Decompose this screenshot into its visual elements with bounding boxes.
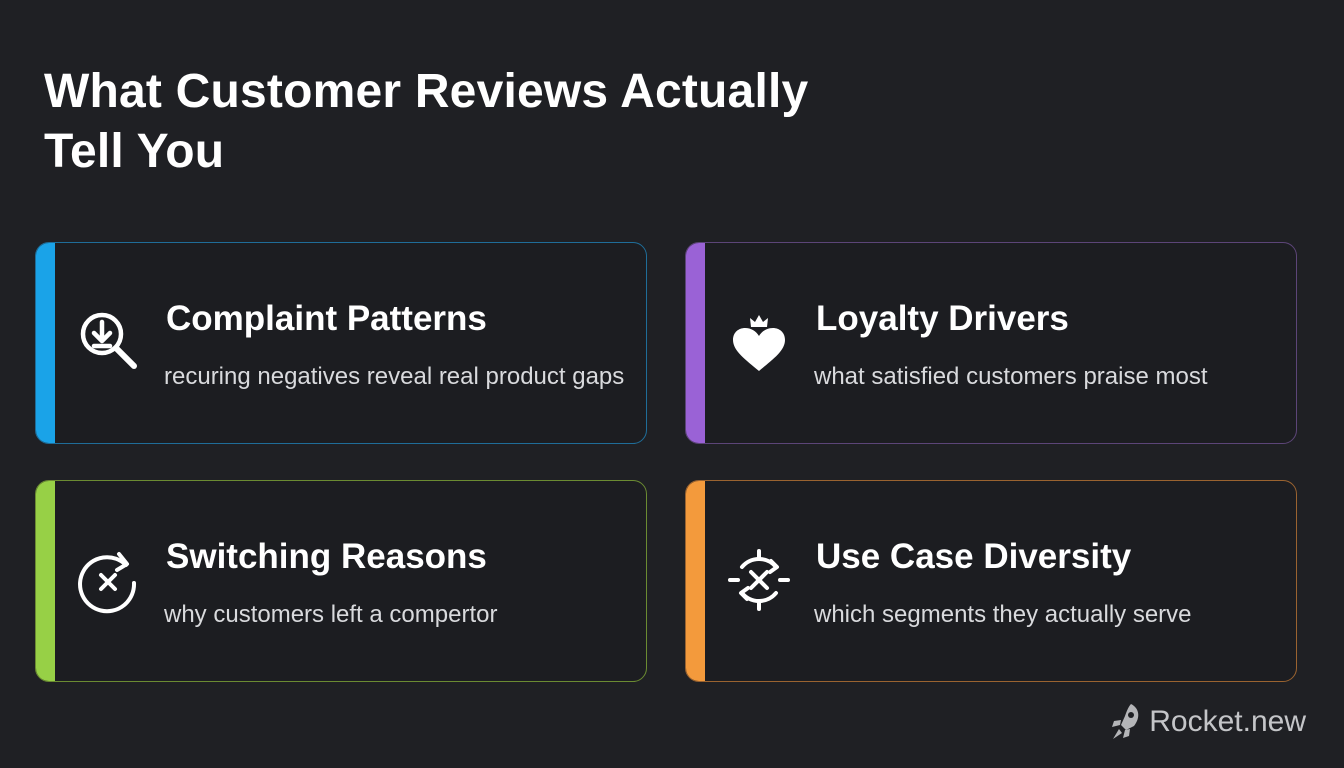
- card-title: Complaint Patterns: [166, 299, 487, 338]
- magnifier-down-arrow-icon: [74, 307, 144, 377]
- brand-watermark: Rocket.new: [1109, 702, 1306, 742]
- card-accent-bar: [686, 243, 705, 443]
- rocket-icon: [1109, 702, 1143, 742]
- card-loyalty-drivers: Loyalty Drivers what satisfied customers…: [685, 242, 1297, 444]
- card-switching-reasons: Switching Reasons why customers left a c…: [35, 480, 647, 682]
- card-title: Use Case Diversity: [816, 537, 1132, 576]
- card-complaint-patterns: Complaint Patterns recuring negatives re…: [35, 242, 647, 444]
- card-accent-bar: [686, 481, 705, 681]
- card-accent-bar: [36, 243, 55, 443]
- circular-arrow-x-icon: [74, 545, 144, 615]
- card-title: Loyalty Drivers: [816, 299, 1069, 338]
- card-title: Switching Reasons: [166, 537, 487, 576]
- crowned-heart-icon: [724, 307, 794, 377]
- card-description: why customers left a compertor: [164, 601, 498, 628]
- card-description: what satisfied customers praise most: [814, 363, 1208, 390]
- target-x-icon: [724, 545, 794, 615]
- brand-name: Rocket.new: [1149, 705, 1306, 738]
- card-description: which segments they actually serve: [814, 601, 1192, 628]
- card-use-case-diversity: Use Case Diversity which segments they a…: [685, 480, 1297, 682]
- card-description: recuring negatives reveal real product g…: [164, 363, 625, 390]
- card-accent-bar: [36, 481, 55, 681]
- page-title: What Customer Reviews Actually Tell You: [44, 65, 809, 178]
